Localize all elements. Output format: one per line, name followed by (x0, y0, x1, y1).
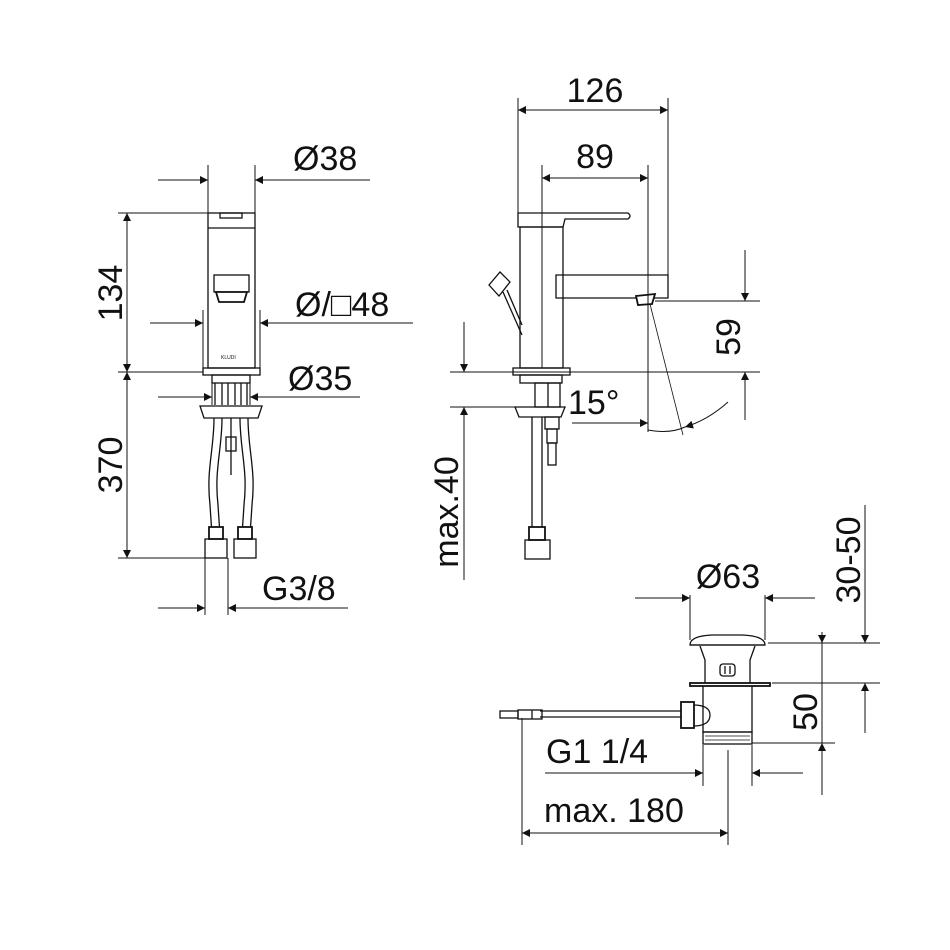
dim-spout-height: 59 (710, 318, 748, 356)
dim-shank: Ø35 (288, 360, 352, 398)
pop-up-drain (499, 634, 771, 745)
dim-cap-diameter: Ø63 (696, 558, 760, 596)
dim-body: Ø/□48 (295, 286, 389, 324)
dim-basin-thickness: 30-50 (830, 517, 868, 604)
dim-drain-height: 50 (787, 693, 825, 731)
brand-logo: KLUDI (221, 355, 236, 361)
dim-thread: G1 1/4 (546, 733, 648, 771)
front-view-faucet: KLUDI (199, 212, 263, 559)
dim-hose-length: 370 (92, 437, 130, 494)
drain-dimensions: Ø63 30-50 50 G1 1/4 max. 180 (521, 505, 880, 845)
dim-total-depth: 126 (567, 72, 624, 110)
side-view-faucet (488, 212, 669, 560)
dim-deck-thickness: max.40 (428, 456, 466, 568)
dim-angle: 15° (568, 384, 619, 422)
dim-connection: G3/8 (262, 570, 336, 608)
dim-top-diameter: Ø38 (293, 140, 357, 178)
dim-rod-length: max. 180 (544, 792, 684, 830)
dim-spout-reach: 89 (576, 138, 614, 176)
front-view-dimensions: Ø38 134 Ø/□48 Ø35 370 G3/8 (92, 140, 413, 615)
dim-height: 134 (92, 265, 130, 322)
side-view-dimensions: 126 89 59 max.40 15° (428, 72, 760, 580)
